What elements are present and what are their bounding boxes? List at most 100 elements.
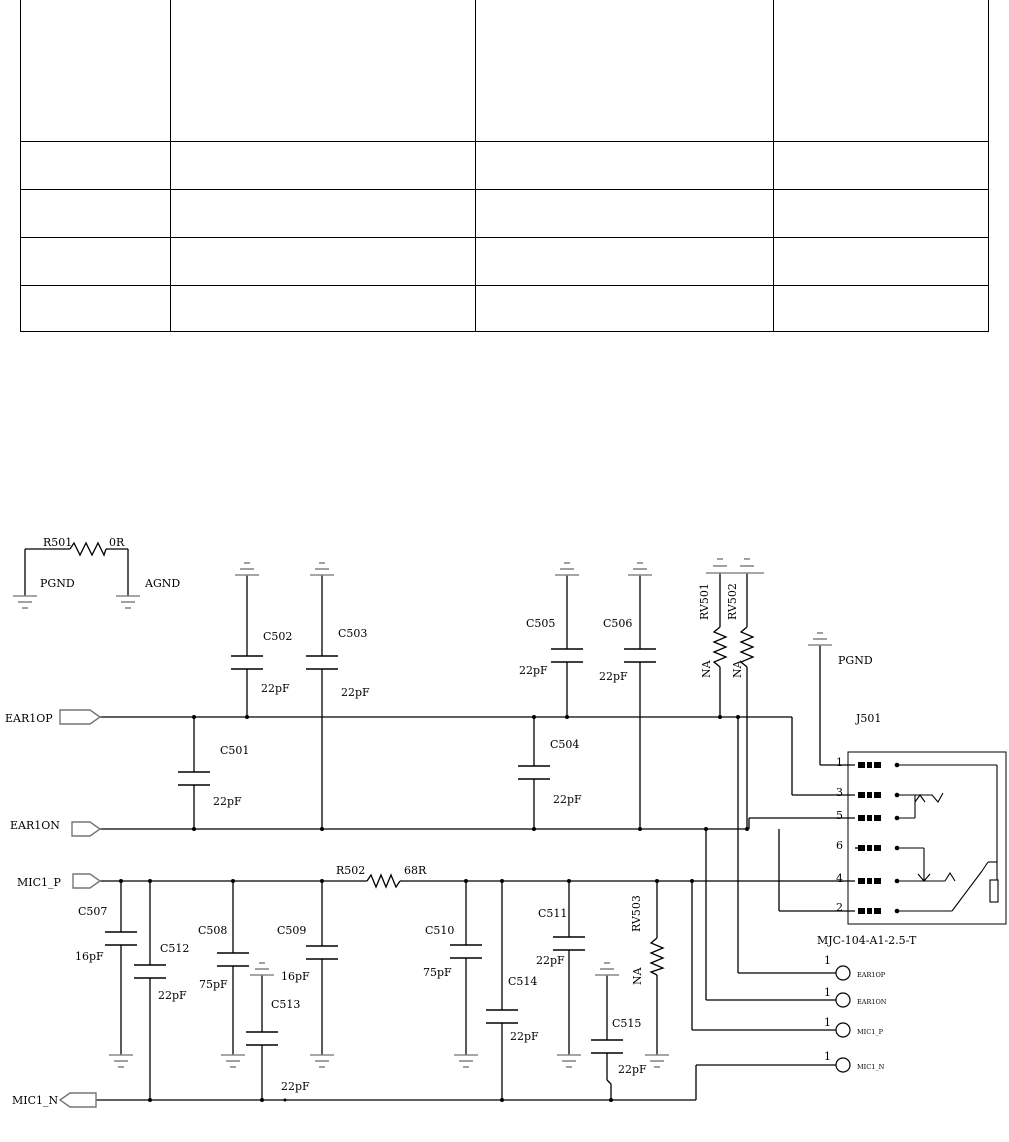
ground-icon [13, 595, 37, 609]
ground-icon [628, 562, 652, 576]
table-cell [773, 284, 989, 332]
c515-ref: C515 [612, 1017, 641, 1030]
c508-ref: C508 [198, 924, 227, 937]
c514-value: 22pF [510, 1030, 539, 1043]
ground-icon [116, 595, 140, 609]
table-cell [475, 284, 774, 332]
table-cell [773, 140, 989, 190]
table-cell [475, 188, 774, 238]
r502-value: 68R [404, 864, 427, 877]
c503-value: 22pF [341, 686, 370, 699]
table-cell [20, 0, 171, 142]
ground-icon [645, 1054, 669, 1068]
ground-symbols [13, 558, 832, 1068]
rv502-value: NA [731, 659, 744, 678]
ground-icon [235, 562, 259, 576]
rv501-value: NA [700, 659, 713, 678]
table-cell [773, 236, 989, 286]
ground-icon [109, 1054, 133, 1068]
rv503-value: NA [631, 966, 644, 985]
table-cell [170, 236, 476, 286]
c512-value: 22pF [158, 989, 187, 1002]
jack-pin-6: 6 [836, 839, 843, 852]
c509-ref: C509 [277, 924, 306, 937]
jack-pin-5: 5 [836, 809, 843, 822]
rv502-resistor [739, 626, 755, 668]
test-points [835, 965, 851, 1073]
ground-icon [557, 1054, 581, 1068]
c513-value: 22pF [281, 1080, 310, 1093]
table-cell [20, 284, 171, 332]
tp-ear1on-num: 1 [824, 986, 831, 999]
tp-mic1p-label: MIC1_P [857, 1028, 884, 1036]
mic1n-port [58, 1092, 97, 1108]
mic1n-port-label: MIC1_N [12, 1094, 59, 1107]
ground-icon [454, 1054, 478, 1068]
blank-table [20, 0, 989, 332]
c504-value: 22pF [553, 793, 582, 806]
ground-icon [310, 562, 334, 576]
rv503-ref: RV503 [630, 895, 643, 932]
mic1p-port-label: MIC1_P [17, 876, 62, 889]
c505-ref: C505 [526, 617, 555, 630]
rv501-resistor [712, 626, 728, 668]
ear1op-port-label: EAR1OP [5, 712, 53, 725]
pgnd2-label: PGND [838, 654, 873, 667]
c503-ref: C503 [338, 627, 367, 640]
table-cell [170, 0, 476, 142]
tp-mic1p-num: 1 [824, 1016, 831, 1029]
tp-mic1n-label: MIC1_N [857, 1063, 885, 1071]
agnd-label: AGND [144, 577, 180, 590]
ear1op-port [59, 709, 102, 725]
ground-icon [808, 632, 832, 646]
tp-mic1n-icon [835, 1057, 851, 1073]
c504-ref: C504 [550, 738, 579, 751]
table-row [20, 284, 989, 332]
r501-ref: R501 [43, 536, 72, 549]
table-cell [20, 236, 171, 286]
c508-value: 75pF [199, 978, 228, 991]
pgnd-label: PGND [40, 577, 75, 590]
c511-value: 22pF [536, 954, 565, 967]
jack-part-number: MJC-104-A1-2.5-T [817, 934, 917, 947]
table-cell [773, 188, 989, 238]
c510-ref: C510 [425, 924, 454, 937]
c501-ref: C501 [220, 744, 249, 757]
c514-ref: C514 [508, 975, 537, 988]
rv503-resistor [649, 937, 665, 976]
junctions [119, 715, 749, 1102]
table-cell [475, 0, 774, 142]
rv501-ref: RV501 [698, 583, 711, 620]
labels: R501 0R PGND AGND PGND C502 22pF C503 22… [5, 536, 917, 1107]
tp-ear1on-label: EAR1ON [857, 998, 887, 1006]
jack-pin-2: 2 [836, 901, 843, 914]
j501-ref: J501 [855, 712, 881, 725]
c501-value: 22pF [213, 795, 242, 808]
table-cell [170, 284, 476, 332]
c502-ref: C502 [263, 630, 292, 643]
c515-value: 22pF [618, 1063, 647, 1076]
r501-value: 0R [109, 536, 125, 549]
jack-pin-3: 3 [836, 786, 843, 799]
ear1on-port [71, 821, 102, 837]
jack-pin-4: 4 [836, 872, 843, 885]
ground-icon [310, 1054, 334, 1068]
c510-value: 75pF [423, 966, 452, 979]
table-row [20, 188, 989, 238]
c505-value: 22pF [519, 664, 548, 677]
jack-pin-1: 1 [836, 756, 843, 769]
table-cell [475, 140, 774, 190]
c507-value: 16pF [75, 950, 104, 963]
tp-mic1n-num: 1 [824, 1050, 831, 1063]
capacitor-plates [105, 648, 656, 1054]
j501-jack [847, 751, 1007, 925]
r502-resistor [366, 873, 401, 889]
tp-ear1op-icon [835, 965, 851, 981]
tp-ear1op-num: 1 [824, 954, 831, 967]
ground-icon [595, 962, 619, 976]
ports [58, 709, 102, 1108]
ground-icon [221, 1054, 245, 1068]
ground-icon [555, 562, 579, 576]
c513-ref: C513 [271, 998, 300, 1011]
